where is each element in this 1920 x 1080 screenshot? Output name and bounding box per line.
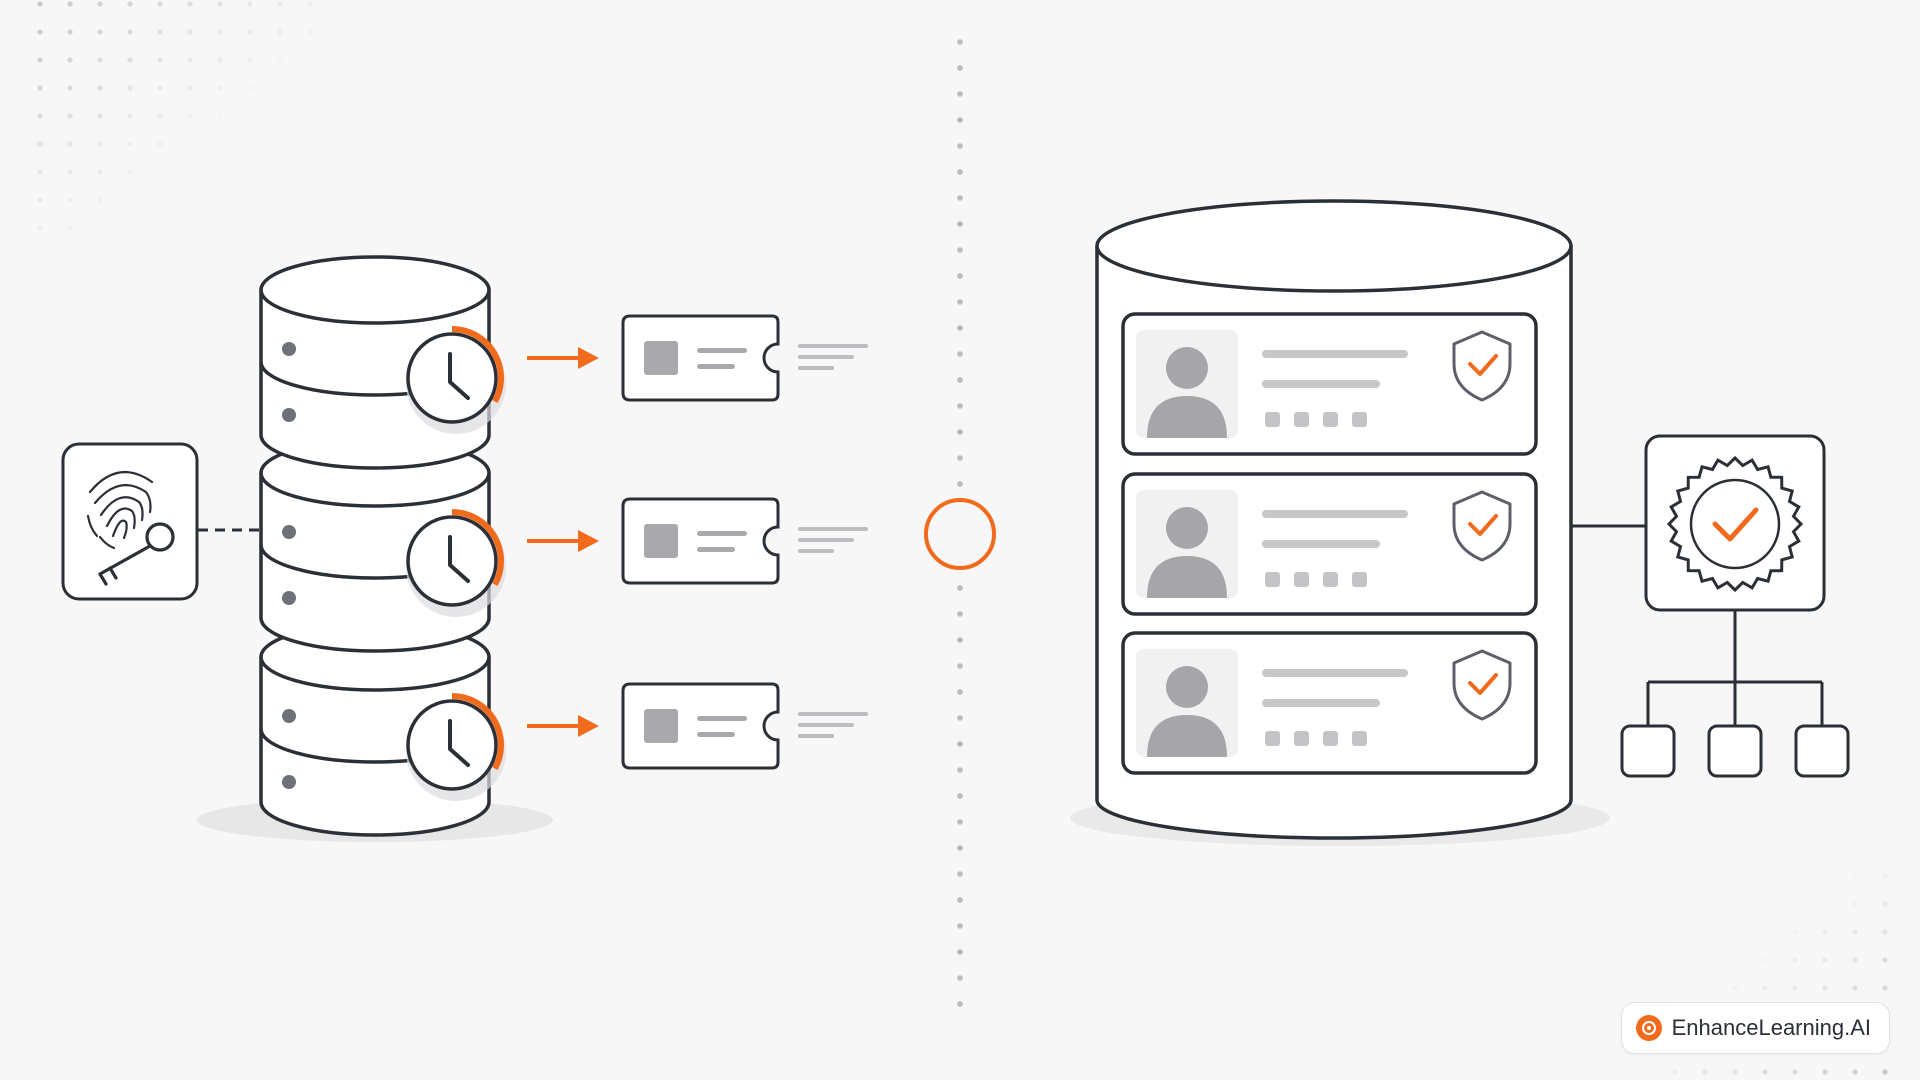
- status-dot: [282, 591, 296, 605]
- shield-check-icon: [1452, 490, 1512, 562]
- seal-check-icon: [1666, 455, 1804, 593]
- record-list: [1121, 312, 1538, 775]
- text-line: [1262, 350, 1408, 358]
- record-flow: [527, 497, 868, 585]
- user-record: [1121, 312, 1538, 456]
- user-icon: [1147, 507, 1227, 598]
- hierarchy-node: [1620, 724, 1676, 778]
- status-dot: [282, 408, 296, 422]
- arrow-right-icon: [527, 530, 599, 552]
- hierarchy-tree: [1646, 610, 1824, 726]
- ticket-card-icon: [621, 682, 780, 770]
- shield-check-icon: [1452, 649, 1512, 721]
- record-flow: [527, 682, 868, 770]
- db-lid: [1095, 199, 1573, 293]
- text-line: [1262, 540, 1380, 548]
- text-lines: [798, 527, 868, 553]
- hierarchy-node: [1794, 724, 1850, 778]
- user-record: [1121, 631, 1538, 775]
- timer-progress-arc: [451, 693, 504, 771]
- certificate-card: [1644, 434, 1826, 612]
- shield-check-icon: [1452, 330, 1512, 402]
- clock-icon: [406, 693, 506, 801]
- ticket-card-icon: [621, 497, 780, 585]
- circle-icon: [924, 498, 996, 570]
- target-icon: [1635, 1015, 1662, 1041]
- status-dots: [1265, 572, 1367, 587]
- timer-progress-arc: [451, 509, 504, 587]
- text-line: [1262, 380, 1380, 388]
- status-dot: [282, 775, 296, 789]
- text-line: [1262, 699, 1380, 707]
- status-dot: [282, 709, 296, 723]
- brand-badge[interactable]: EnhanceLearning.AI: [1620, 1002, 1890, 1054]
- text-lines: [798, 712, 868, 738]
- hierarchy-node: [1707, 724, 1763, 778]
- record-flows: [527, 314, 868, 770]
- key-icon: [98, 522, 175, 586]
- text-lines: [798, 344, 868, 370]
- decorative-dot-grid: [37, 1, 313, 231]
- user-icon: [1147, 666, 1227, 757]
- database-segment: [259, 255, 506, 470]
- status-dot: [282, 525, 296, 539]
- segment-lid: [259, 255, 491, 325]
- hierarchy-nodes: [1620, 724, 1850, 778]
- status-dot: [282, 342, 296, 356]
- arrow-right-icon: [527, 715, 599, 737]
- record-flow: [527, 314, 868, 402]
- status-dots: [1265, 412, 1367, 427]
- arrow-right-icon: [527, 347, 599, 369]
- user-icon: [1147, 347, 1227, 438]
- brand-name: EnhanceLearning.AI: [1671, 1015, 1871, 1040]
- text-line: [1262, 510, 1408, 518]
- database-segment: [259, 622, 506, 837]
- fingerprint-icon: [86, 471, 154, 550]
- clock-icon: [406, 509, 506, 617]
- text-line: [1262, 669, 1408, 677]
- section-divider: [924, 39, 996, 1007]
- status-dots: [1265, 731, 1367, 746]
- verified-database: [1095, 199, 1573, 840]
- database-stack: [259, 255, 506, 837]
- ticket-card-icon: [621, 314, 780, 402]
- database-segment: [259, 438, 506, 653]
- timer-progress-arc: [451, 326, 504, 404]
- user-record: [1121, 472, 1538, 616]
- clock-icon: [406, 326, 506, 434]
- identity-key-card: [61, 442, 199, 601]
